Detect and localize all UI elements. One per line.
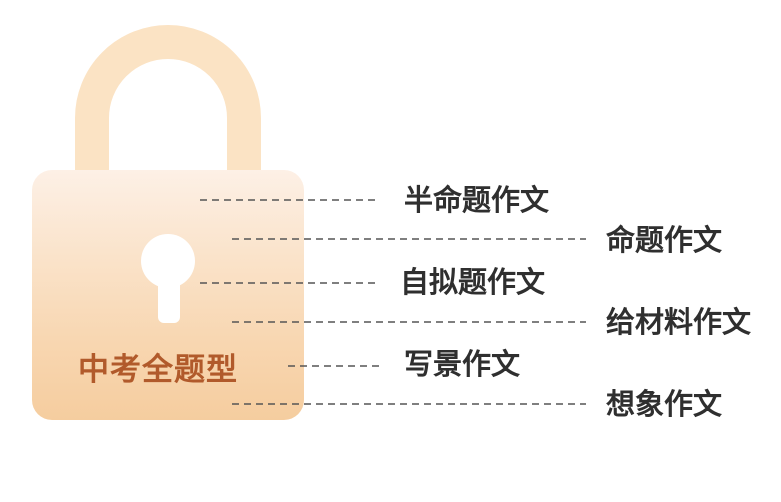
essay-type-label: 写景作文	[404, 347, 521, 381]
keyhole-icon	[141, 234, 195, 323]
essay-type-label: 自拟题作文	[400, 265, 546, 299]
lock-label: 中考全题型	[78, 352, 238, 388]
essay-type-label: 想象作文	[606, 387, 723, 421]
lock-shackle	[75, 25, 261, 180]
essay-type-label: 命题作文	[606, 223, 723, 257]
essay-type-label: 给材料作文	[606, 305, 752, 339]
essay-type-label: 半命题作文	[404, 183, 550, 217]
